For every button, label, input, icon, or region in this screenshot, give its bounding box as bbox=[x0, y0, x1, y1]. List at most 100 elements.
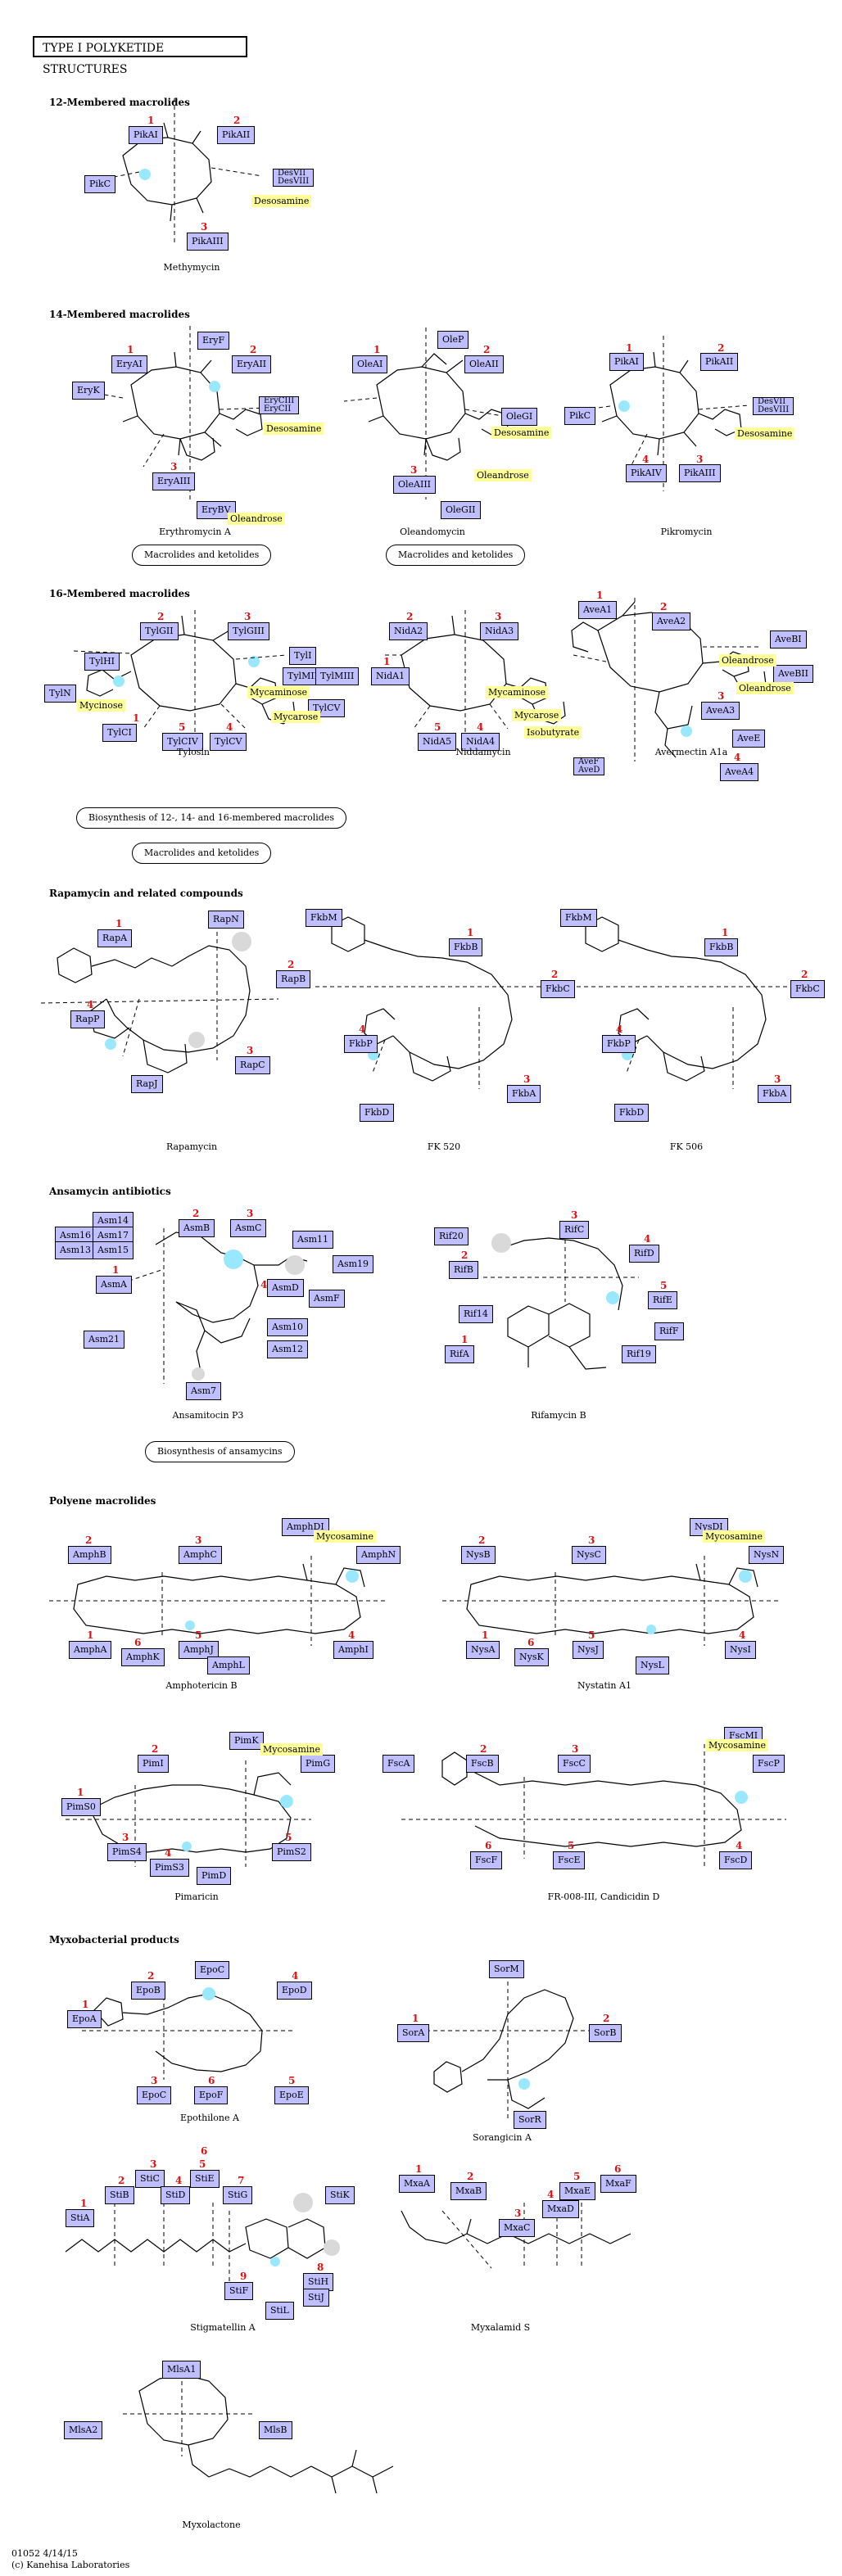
gene-box[interactable]: RifE bbox=[648, 1291, 677, 1309]
gene-box[interactable]: StiG bbox=[223, 2186, 253, 2204]
gene-box[interactable]: StiA bbox=[66, 2209, 95, 2227]
gene-box[interactable]: NidA2 bbox=[389, 622, 428, 640]
gene-box[interactable]: MxaB bbox=[450, 2182, 487, 2200]
gene-box[interactable]: Asm21 bbox=[84, 1331, 125, 1349]
gene-box[interactable]: StiD bbox=[161, 2186, 191, 2204]
gene-box[interactable]: FkbB bbox=[704, 938, 739, 956]
gene-box[interactable]: MlsA2 bbox=[64, 2421, 103, 2439]
gene-box[interactable]: FkbC bbox=[541, 980, 575, 998]
gene-box[interactable]: FkbP bbox=[344, 1035, 378, 1053]
gene-box[interactable]: AveBII bbox=[773, 665, 813, 683]
gene-box[interactable]: TylCIV bbox=[162, 733, 203, 751]
map-link[interactable]: Biosynthesis of ansamycins bbox=[145, 1441, 295, 1462]
gene-box[interactable]: AmphI bbox=[333, 1641, 373, 1659]
gene-box[interactable]: NysK bbox=[514, 1648, 549, 1666]
gene-box[interactable]: NysJ bbox=[573, 1641, 604, 1659]
gene-box[interactable]: AveA3 bbox=[701, 702, 740, 720]
gene-box[interactable]: AsmF bbox=[309, 1290, 345, 1308]
gene-box[interactable]: NysN bbox=[749, 1546, 785, 1564]
gene-box[interactable]: PikAIII bbox=[187, 233, 229, 251]
gene-box[interactable]: AmphL bbox=[207, 1656, 250, 1674]
gene-box[interactable]: PikAIII bbox=[679, 464, 721, 482]
gene-box[interactable]: NidA1 bbox=[371, 667, 410, 685]
gene-box[interactable]: NidA3 bbox=[480, 622, 519, 640]
gene-box[interactable]: EpoD bbox=[277, 1982, 312, 2000]
gene-box[interactable]: StiK bbox=[325, 2186, 355, 2204]
gene-box[interactable]: AsmA bbox=[96, 1276, 132, 1294]
gene-box[interactable]: PimG bbox=[301, 1755, 336, 1773]
gene-box[interactable]: PikC bbox=[564, 407, 596, 425]
map-link[interactable]: Macrolides and ketolides bbox=[386, 545, 526, 566]
gene-box[interactable]: FscE bbox=[553, 1851, 586, 1869]
gene-box[interactable]: Asm15 bbox=[93, 1241, 134, 1259]
gene-box[interactable]: Rif19 bbox=[622, 1345, 656, 1363]
gene-box[interactable]: PikAIV bbox=[626, 464, 667, 482]
gene-box[interactable]: FscA bbox=[383, 1755, 415, 1773]
gene-box[interactable]: AveBI bbox=[770, 630, 807, 649]
gene-box[interactable]: MxaF bbox=[600, 2175, 636, 2193]
gene-box[interactable]: PimS4 bbox=[107, 1843, 147, 1861]
gene-box[interactable]: NidA4 bbox=[461, 733, 500, 751]
gene-box[interactable]: OleAI bbox=[352, 355, 388, 373]
gene-box[interactable]: TylMIII bbox=[315, 667, 360, 685]
gene-box[interactable]: EryBV bbox=[197, 501, 236, 519]
gene-box[interactable]: Asm13 bbox=[55, 1241, 97, 1259]
gene-box[interactable]: EryAI bbox=[111, 355, 147, 373]
gene-box[interactable]: MxaD bbox=[542, 2200, 579, 2218]
gene-box[interactable]: NysB bbox=[461, 1546, 496, 1564]
gene-box[interactable]: TylHI bbox=[84, 653, 120, 671]
gene-box[interactable]: NysL bbox=[636, 1656, 669, 1674]
gene-box[interactable]: TylGIII bbox=[228, 622, 269, 640]
gene-box[interactable]: FkbM bbox=[560, 909, 597, 927]
map-link[interactable]: Macrolides and ketolides bbox=[132, 843, 272, 864]
gene-box[interactable]: MxaA bbox=[399, 2175, 435, 2193]
gene-box[interactable]: RifA bbox=[445, 1345, 474, 1363]
gene-box[interactable]: RapP bbox=[70, 1010, 105, 1028]
gene-box[interactable]: RapA bbox=[97, 929, 133, 947]
gene-box[interactable]: FscD bbox=[719, 1851, 753, 1869]
gene-box[interactable]: OleAII bbox=[464, 355, 504, 373]
gene-box[interactable]: AmphK bbox=[121, 1648, 165, 1666]
gene-box[interactable]: EpoC bbox=[195, 1961, 230, 1979]
gene-box[interactable]: AmphC bbox=[179, 1546, 222, 1564]
gene-box[interactable]: AmphA bbox=[69, 1641, 112, 1659]
gene-box[interactable]: AveA4 bbox=[720, 763, 759, 781]
gene-box[interactable]: PikAI bbox=[129, 126, 163, 144]
gene-box[interactable]: TylCV bbox=[210, 733, 247, 751]
gene-box[interactable]: FkbA bbox=[758, 1085, 792, 1103]
gene-box[interactable]: TylN bbox=[44, 685, 76, 703]
gene-box[interactable]: TylCI bbox=[102, 724, 137, 742]
gene-box[interactable]: RapJ bbox=[131, 1075, 163, 1093]
gene-box[interactable]: StiH bbox=[303, 2273, 334, 2291]
gene-box[interactable]: MlsB bbox=[259, 2421, 292, 2439]
gene-box[interactable]: PikAII bbox=[217, 126, 256, 144]
gene-box[interactable]: Asm11 bbox=[292, 1231, 334, 1249]
gene-box[interactable]: AveA2 bbox=[652, 612, 691, 630]
gene-box[interactable]: AmphN bbox=[356, 1546, 401, 1564]
gene-box[interactable]: AsmB bbox=[179, 1219, 215, 1237]
gene-box[interactable]: TylGII bbox=[140, 622, 179, 640]
gene-box[interactable]: AmphJ bbox=[179, 1641, 219, 1659]
gene-box[interactable]: FkbM bbox=[306, 909, 342, 927]
gene-box[interactable]: MxaE bbox=[559, 2182, 596, 2200]
gene-box[interactable]: AveA1 bbox=[578, 601, 618, 619]
gene-box[interactable]: StiE bbox=[190, 2170, 220, 2188]
gene-box[interactable]: Asm19 bbox=[333, 1255, 374, 1273]
gene-box[interactable]: PimS0 bbox=[61, 1798, 101, 1816]
gene-box[interactable]: FkbD bbox=[360, 1104, 395, 1122]
gene-box[interactable]: FscP bbox=[753, 1755, 785, 1773]
gene-box[interactable]: RifB bbox=[449, 1261, 478, 1279]
gene-box[interactable]: OleAIII bbox=[393, 476, 437, 494]
gene-box[interactable]: PimS3 bbox=[150, 1859, 189, 1877]
gene-box[interactable]: StiC bbox=[135, 2170, 165, 2188]
gene-box[interactable]: FkbD bbox=[614, 1104, 650, 1122]
gene-box[interactable]: OleP bbox=[437, 331, 469, 349]
map-link[interactable]: Biosynthesis of 12-, 14- and 16-membered… bbox=[76, 807, 346, 829]
gene-box[interactable]: EryK bbox=[72, 382, 105, 400]
gene-box[interactable]: StiB bbox=[105, 2186, 134, 2204]
gene-box[interactable]: EryAIII bbox=[152, 472, 196, 490]
gene-box[interactable]: TylI bbox=[289, 647, 317, 665]
gene-box[interactable]: RifF bbox=[654, 1322, 684, 1340]
gene-box[interactable]: Asm10 bbox=[267, 1318, 309, 1336]
